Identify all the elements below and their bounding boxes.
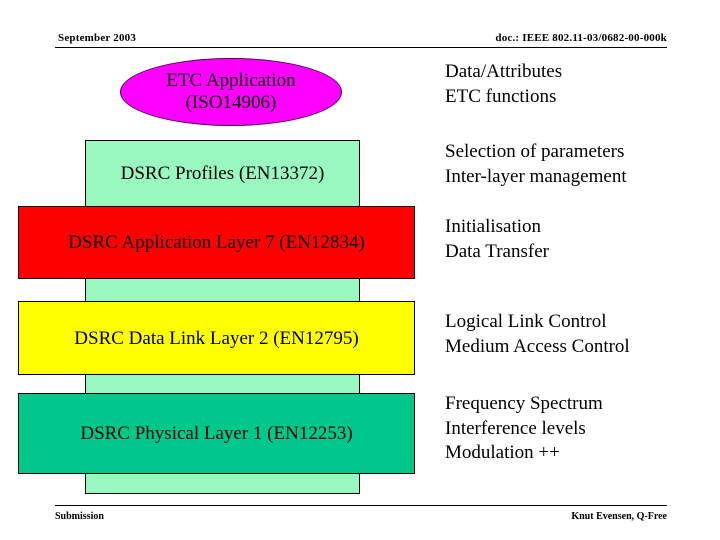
layer-physical-layer-1[interactable]: DSRC Physical Layer 1 (EN12253): [18, 393, 415, 474]
footer-author-label: Knut Evensen, Q-Free: [571, 511, 667, 522]
note-line: Data/Attributes: [445, 61, 563, 82]
note-line: Selection of parameters: [445, 141, 625, 162]
note-line: Initialisation: [445, 216, 542, 237]
notes-profiles: Selection of parameters Inter-layer mana…: [445, 140, 710, 189]
notes-etc-application: Data/Attributes ETC functions: [445, 60, 710, 109]
note-line: Frequency Spectrum: [445, 393, 603, 414]
etc-application-line-2: (ISO14906): [185, 92, 277, 113]
layer-profiles[interactable]: DSRC Profiles (EN13372): [85, 140, 360, 206]
footer-submission-label: Submission: [55, 511, 104, 522]
note-line: Medium Access Control: [445, 335, 630, 357]
notes-physical-layer-1: Frequency Spectrum Interference levels M…: [445, 392, 710, 466]
note-line: Modulation ++: [445, 442, 560, 464]
layer-physical-layer-1-label: DSRC Physical Layer 1 (EN12253): [80, 423, 353, 444]
note-line: Data Transfer: [445, 240, 549, 262]
note-line: Inter-layer management: [445, 165, 627, 187]
header-date: September 2003: [58, 32, 137, 44]
layer-data-link-layer-2-label: DSRC Data Link Layer 2 (EN12795): [74, 327, 359, 349]
note-line: ETC functions: [445, 85, 557, 107]
notes-application-layer-7: Initialisation Data Transfer: [445, 215, 710, 264]
layer-profiles-label: DSRC Profiles (EN13372): [120, 162, 325, 184]
note-line: Interference levels: [445, 417, 586, 439]
layer-data-link-layer-2[interactable]: DSRC Data Link Layer 2 (EN12795): [18, 301, 415, 375]
layer-application-layer-7-label: DSRC Application Layer 7 (EN12834): [68, 232, 365, 253]
etc-application-ellipse[interactable]: ETC Application (ISO14906): [120, 58, 342, 126]
etc-application-line-1: ETC Application: [166, 69, 296, 91]
footer-divider: [55, 505, 667, 506]
notes-data-link-layer-2: Logical Link Control Medium Access Contr…: [445, 310, 710, 359]
header-divider: [55, 47, 667, 48]
header-document-number: doc.: IEEE 802.11-03/0682-00-000k: [495, 32, 667, 44]
layer-application-layer-7[interactable]: DSRC Application Layer 7 (EN12834): [18, 206, 415, 279]
note-line: Logical Link Control: [445, 311, 607, 332]
